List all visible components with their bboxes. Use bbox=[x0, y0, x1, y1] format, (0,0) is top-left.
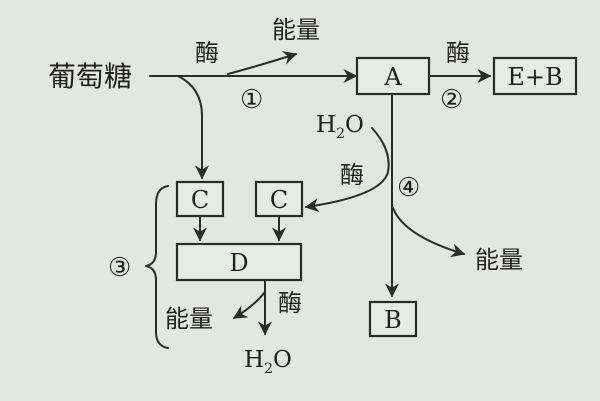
enzyme-label-bottom: 酶 bbox=[278, 289, 302, 317]
step-4-label: ④ bbox=[397, 173, 420, 203]
node-b-label: B bbox=[384, 306, 402, 334]
enzyme-label-mid: 酶 bbox=[340, 161, 364, 189]
node-b-box bbox=[368, 300, 418, 338]
energy-label-bottom: 能量 bbox=[165, 305, 213, 333]
node-d-label: D bbox=[229, 249, 248, 277]
arrow-energy-release-right bbox=[392, 207, 466, 258]
node-eb-label: E+B bbox=[507, 63, 562, 91]
step-3-label: ③ bbox=[108, 253, 131, 283]
step-2-label: ② bbox=[440, 85, 463, 115]
arrow-energy-release-bottom bbox=[232, 291, 266, 319]
node-a-label: A bbox=[383, 63, 402, 91]
node-eb-box bbox=[492, 56, 578, 96]
node-c-left-label: C bbox=[191, 186, 209, 214]
stage-3-brace bbox=[145, 185, 169, 349]
node-c-right-box bbox=[254, 180, 304, 218]
node-d-box bbox=[175, 242, 303, 282]
arrow-water-to-c bbox=[304, 127, 390, 213]
arrow-energy-release-top bbox=[227, 51, 298, 75]
water-input-label: H2O bbox=[316, 112, 364, 142]
node-c-right-label: C bbox=[270, 186, 288, 214]
water-output-label: H2O bbox=[244, 347, 292, 377]
arrow-glucose-to-c bbox=[177, 75, 209, 180]
glucose-label: 葡萄糖 bbox=[48, 60, 132, 93]
enzyme-label-top-left: 酶 bbox=[195, 39, 219, 67]
step-1-label: ① bbox=[240, 85, 263, 115]
energy-label-right: 能量 bbox=[475, 246, 523, 274]
energy-label-top: 能量 bbox=[272, 16, 320, 44]
enzyme-label-top-right: 酶 bbox=[446, 39, 470, 67]
